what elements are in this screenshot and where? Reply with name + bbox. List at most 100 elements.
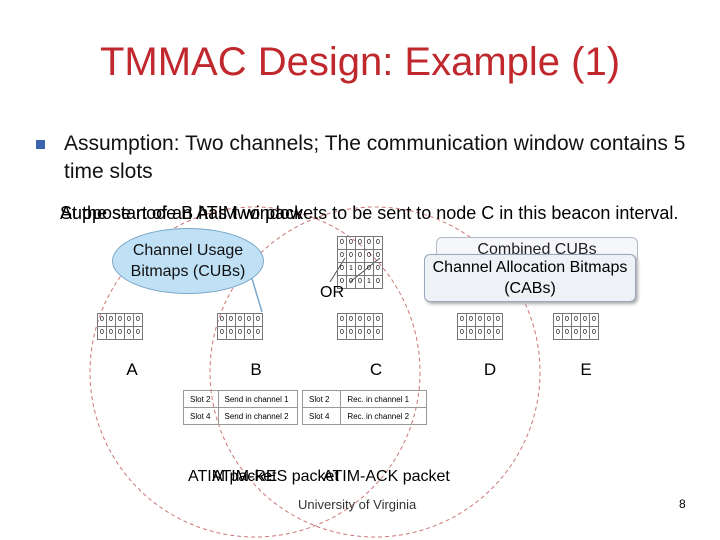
node-bitmap-cell: 0	[364, 313, 374, 327]
schedule-action: Send in channel 1	[217, 390, 299, 408]
cabs-label: Channel Allocation Bitmaps (CABs)	[432, 259, 628, 297]
node-bitmap-cell: 0	[373, 326, 383, 340]
node-label-3: C	[364, 360, 388, 380]
node-bitmap-cell: 0	[562, 313, 572, 327]
node-bitmap-cell: 0	[373, 313, 383, 327]
combined-bitmap-cell: 0	[346, 236, 356, 250]
range-circle-b	[89, 206, 421, 538]
combined-bitmap-cell: 0	[364, 262, 374, 276]
cubs-callout-label: Channel Usage Bitmaps (CUBs)	[130, 242, 246, 280]
node-bitmap-cell: 0	[553, 313, 563, 327]
combined-bitmap-cell: 0	[355, 262, 365, 276]
node-bitmap-cell: 0	[97, 313, 107, 327]
footer-text: University of Virginia	[298, 497, 417, 512]
node-bitmap-cell: 0	[457, 313, 467, 327]
node-bitmap-cell: 0	[493, 313, 503, 327]
node-bitmap-cell: 0	[244, 326, 254, 340]
slide-title: TMMAC Design: Example (1)	[99, 40, 621, 84]
overlap-text-a: At the start of an ATIM window	[60, 203, 303, 223]
node-bitmap-cell: 0	[133, 326, 143, 340]
node-bitmap-cell: 0	[337, 313, 347, 327]
node-bitmap-cell: 0	[466, 313, 476, 327]
node-bitmap-cell: 0	[562, 326, 572, 340]
node-bitmap-cell: 0	[571, 313, 581, 327]
combined-bitmap-cell: 0	[355, 249, 365, 263]
node-bitmap-cell: 0	[364, 326, 374, 340]
or-label: OR	[320, 284, 344, 301]
schedule-slot: Slot 2	[183, 390, 219, 408]
node-bitmap-cell: 0	[226, 326, 236, 340]
combined-bitmap-cell: 0	[373, 249, 383, 263]
combined-bitmap-cell: 0	[364, 236, 374, 250]
combined-bitmap-cell: 0	[373, 262, 383, 276]
node-bitmap-cell: 0	[106, 313, 116, 327]
node-bitmap-cell: 0	[571, 326, 581, 340]
node-bitmap-cell: 0	[493, 326, 503, 340]
schedule-slot: Slot 2	[301, 390, 342, 408]
node-bitmap-cell: 0	[115, 326, 125, 340]
combined-bitmap-cell: 0	[337, 262, 347, 276]
node-bitmap-cell: 0	[115, 313, 125, 327]
range-circle-c	[209, 206, 541, 538]
node-label-5: E	[574, 360, 598, 380]
node-bitmap-cell: 0	[457, 326, 467, 340]
node-bitmap-cell: 0	[346, 313, 356, 327]
combined-bitmap-cell: 0	[373, 236, 383, 250]
cabs-box: Channel Allocation Bitmaps (CABs)	[424, 254, 636, 302]
node-bitmap-cell: 0	[589, 326, 599, 340]
combined-bitmap-cell: 0	[355, 275, 365, 289]
node-bitmap-cell: 0	[580, 313, 590, 327]
node-bitmap-cell: 0	[97, 326, 107, 340]
node-bitmap-cell: 0	[106, 326, 116, 340]
node-bitmap-cell: 0	[217, 326, 227, 340]
node-bitmap-cell: 0	[244, 313, 254, 327]
node-bitmap-cell: 0	[253, 313, 263, 327]
node-bitmap-cell: 0	[484, 326, 494, 340]
node-bitmap-cell: 0	[337, 326, 347, 340]
node-bitmap-cell: 0	[133, 313, 143, 327]
atim-packet-text: ATIM packet	[188, 468, 277, 485]
combined-bitmap-cell: 0	[364, 249, 374, 263]
node-bitmap-cell: 0	[580, 326, 590, 340]
node-bitmap-cell: 0	[346, 326, 356, 340]
cubs-callout: Channel Usage Bitmaps (CUBs)	[112, 228, 264, 294]
node-bitmap-cell: 0	[124, 326, 134, 340]
bullet-square-icon	[36, 140, 45, 149]
node-bitmap-cell: 0	[235, 326, 245, 340]
overlap-text-b: Suppose node B has two packets to be sen…	[60, 203, 679, 223]
combined-bitmap-cell: 0	[337, 236, 347, 250]
atim-res-packet-text: ATIM-RES packet	[212, 468, 339, 485]
node-bitmap-cell: 0	[475, 326, 485, 340]
schedule-action: Rec. in channel 2	[340, 407, 427, 425]
node-bitmap-cell: 0	[484, 313, 494, 327]
node-bitmap-cell: 0	[124, 313, 134, 327]
assumption-text: Assumption: Two channels; The communicat…	[64, 132, 686, 183]
node-bitmap-cell: 0	[226, 313, 236, 327]
schedule-slot: Slot 4	[183, 407, 219, 425]
node-bitmap-cell: 0	[355, 313, 365, 327]
combined-bitmap-cell: 0	[337, 249, 347, 263]
